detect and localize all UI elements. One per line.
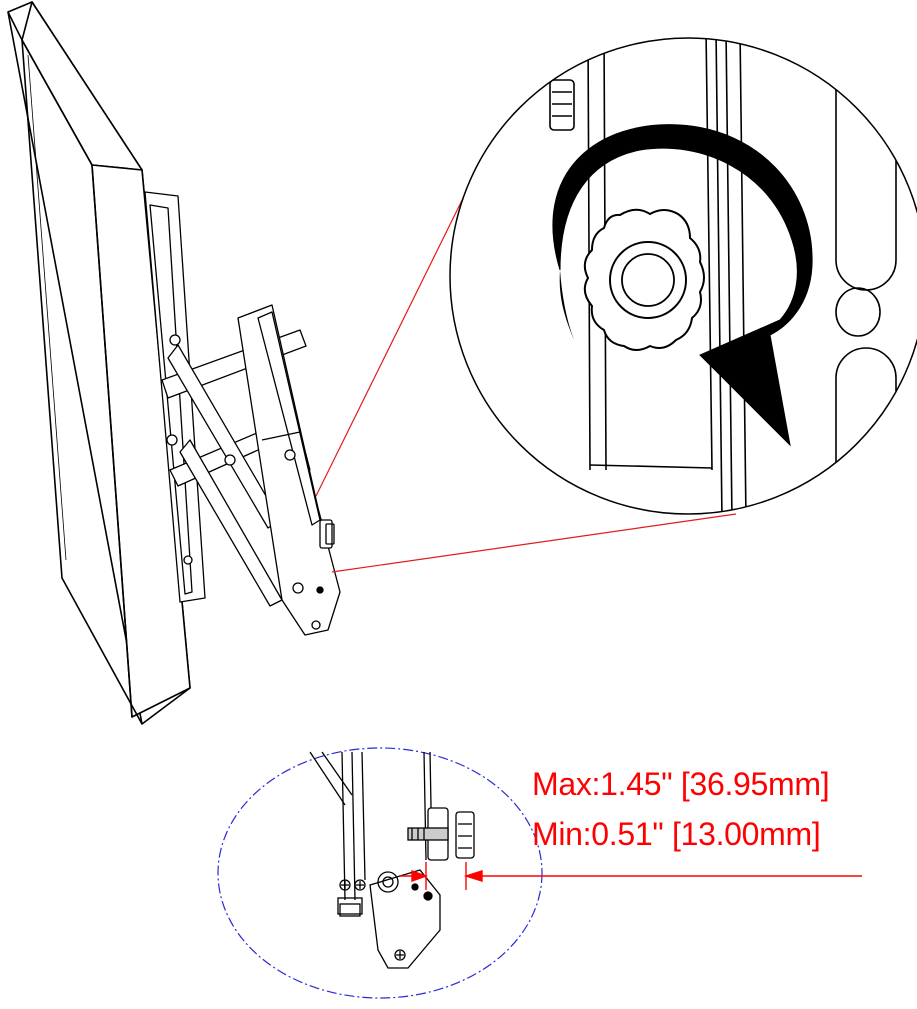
- tv-panel: [7, 1, 191, 725]
- magnified-view: [449, 37, 917, 515]
- rotation-arrow-icon: [552, 124, 813, 447]
- callout-lines: [315, 179, 737, 573]
- detail-view: [217, 747, 862, 999]
- mount-bracket: [144, 191, 341, 636]
- max-dimension-label: Max:1.45" [36.95mm]: [532, 766, 830, 802]
- min-dimension-label: Min:0.51" [13.00mm]: [532, 816, 821, 852]
